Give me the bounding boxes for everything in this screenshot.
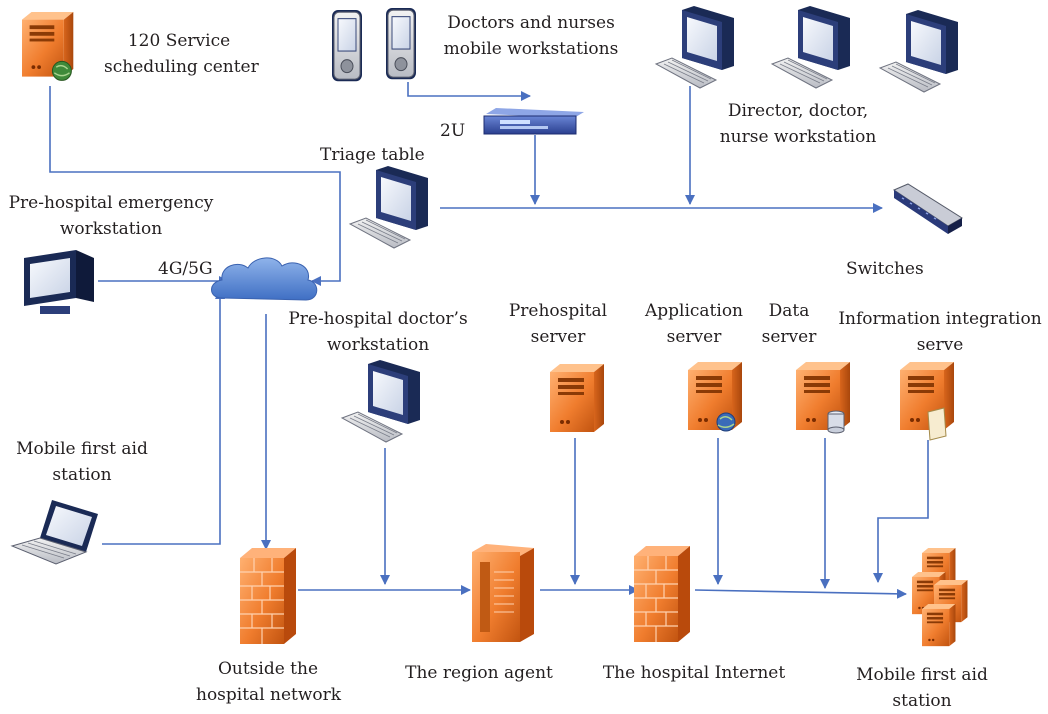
- mobile-first-aid-right-label-line-1: Mobile first aid: [856, 665, 988, 685]
- application-server-icon: [688, 362, 742, 432]
- director-workstation-label-line-1: Director, doctor,: [727, 101, 869, 121]
- hospital-internet-firewall-icon: [633, 545, 691, 643]
- outside-network-firewall-icon: [239, 547, 297, 645]
- triage-workstation-icon: [349, 165, 429, 249]
- prehospital-emergency-label-line-2: workstation: [59, 219, 163, 239]
- integration-server-label: Information integration serve: [832, 306, 1048, 358]
- prehospital-server-label-line-1: Prehospital: [508, 301, 608, 321]
- prehospital-doctor-label: Pre-hospital doctor’s workstation: [280, 306, 476, 358]
- hospital-internet-label: The hospital Internet: [602, 663, 786, 683]
- region-agent-label: The region agent: [405, 663, 553, 683]
- mobile-workstations-label: Doctors and nurses mobile workstations: [436, 10, 626, 62]
- rack-2u-label: 2U: [440, 121, 466, 141]
- cloud-icon: [211, 257, 318, 301]
- line-laptop-to-cloud: [102, 289, 225, 545]
- prehospital-emergency-label-line-1: Pre-hospital emergency: [8, 193, 214, 213]
- mobile-first-aid-left-label-line-2: station: [52, 465, 112, 485]
- prehospital-doctor-label-line-1: Pre-hospital doctor’s: [288, 309, 468, 329]
- mobile-first-aid-left-label: Mobile first aid station: [4, 436, 160, 488]
- prehospital-server-label-line-2: server: [530, 327, 586, 347]
- director-workstation-icon: [655, 5, 735, 89]
- pda-icon: [385, 7, 417, 80]
- mobile-first-aid-right-label: Mobile first aid station: [848, 662, 996, 714]
- data-server-label-line-2: server: [761, 327, 817, 347]
- application-server-label-line-2: server: [666, 327, 722, 347]
- rack-2u-icon: [483, 108, 584, 135]
- line-service-to-cloud: [49, 86, 341, 286]
- line-integration-down: [873, 440, 929, 583]
- mobile-first-aid-station-icon: [912, 548, 968, 647]
- doctor-workstation-icon: [771, 5, 851, 89]
- data-server-label: Data server: [754, 298, 824, 350]
- data-server-icon: [796, 362, 850, 434]
- integration-server-label-line-2: serve: [916, 335, 964, 355]
- nurse-workstation-icon: [879, 9, 959, 93]
- outside-network-label-line-1: Outside the: [217, 659, 319, 679]
- service-center-server-icon: [22, 12, 74, 81]
- prehospital-emergency-label: Pre-hospital emergency workstation: [0, 190, 222, 242]
- mobile-workstations-label-line-2: mobile workstations: [443, 39, 619, 59]
- outside-network-label: Outside the hospital network: [196, 656, 342, 708]
- prehospital-server-label: Prehospital server: [496, 298, 620, 350]
- prehospital-server-icon: [550, 364, 604, 432]
- mobile-first-aid-laptop-icon: [11, 499, 99, 565]
- integration-server-icon: [900, 362, 954, 441]
- outside-network-label-line-2: hospital network: [196, 685, 342, 705]
- application-server-label: Application server: [636, 298, 752, 350]
- prehospital-doctor-label-line-2: workstation: [326, 335, 430, 355]
- region-agent-server-icon: [472, 544, 534, 642]
- network-4g5g-label: 4G/5G: [158, 259, 213, 279]
- integration-server-label-line-1: Information integration: [838, 309, 1042, 329]
- service-center-label: 120 Service scheduling center: [104, 28, 259, 80]
- mobile-first-aid-right-label-line-2: station: [892, 691, 952, 711]
- line-pda-to-rack: [407, 82, 531, 101]
- director-workstation-label: Director, doctor, nurse workstation: [716, 98, 880, 150]
- line-internet-to-station: [694, 588, 907, 599]
- switches-label: Switches: [846, 259, 924, 279]
- service-center-label-line-2: scheduling center: [104, 57, 259, 77]
- data-server-label-line-1: Data: [768, 301, 810, 321]
- triage-table-label: Triage table: [320, 145, 425, 165]
- service-center-label-line-1: 120 Service: [127, 31, 231, 51]
- emergency-workstation-icon: [24, 250, 94, 314]
- switch-icon: [892, 183, 963, 234]
- prehospital-doctor-workstation-icon: [341, 359, 421, 443]
- mobile-first-aid-left-label-line-1: Mobile first aid: [16, 439, 148, 459]
- pda-icon: [331, 9, 363, 82]
- application-server-label-line-1: Application: [644, 301, 744, 321]
- director-workstation-label-line-2: nurse workstation: [719, 127, 877, 147]
- mobile-workstations-label-line-1: Doctors and nurses: [447, 13, 615, 33]
- connectors: [49, 82, 929, 599]
